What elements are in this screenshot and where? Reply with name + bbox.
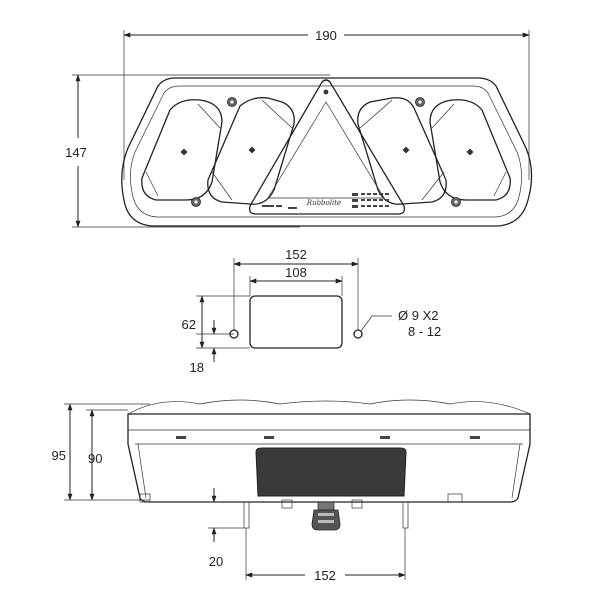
- cutout-inner-width-label: 108: [285, 265, 307, 280]
- mounting-stud-left: [243, 501, 250, 529]
- housing-screw-icon: [227, 97, 237, 107]
- housing-screw-icon: [415, 97, 425, 107]
- vent-slot: [264, 436, 274, 439]
- cable-connector: [311, 501, 341, 531]
- housing-screw-icon: [451, 197, 461, 207]
- left-outer-lens: [141, 99, 223, 201]
- left-inner-lens: [207, 97, 295, 205]
- hole-range-label: 8 - 12: [408, 324, 441, 339]
- mounting-stud-right: [402, 501, 409, 529]
- mounting-foot: [351, 499, 363, 509]
- vent-slot: [380, 436, 390, 439]
- mounting-hole-right: [353, 329, 363, 339]
- hole-spec-label: Ø 9 X2: [398, 308, 438, 323]
- side-view: 95 90: [52, 399, 531, 583]
- housing-screw-icon: [191, 197, 201, 207]
- brand-logo: Rubbolite: [306, 199, 341, 207]
- width-dimension-label: 190: [315, 28, 337, 43]
- height-b-label: 90: [88, 451, 102, 466]
- height-dimension-label: 147: [65, 145, 87, 160]
- side-housing-outline: [127, 413, 531, 503]
- lens-screw-icon: [248, 146, 256, 154]
- lamp-housing-inner-outline: [130, 85, 522, 218]
- mounting-hole-left: [229, 329, 239, 339]
- side-housing-edge: [137, 443, 147, 499]
- mounting-foot: [139, 493, 151, 503]
- front-view: 190 147: [65, 28, 533, 228]
- lens-screw-icon: [180, 148, 188, 156]
- rear-window: [255, 447, 407, 497]
- triangle-reflector: Rubbolite: [248, 79, 406, 215]
- stud-length-label: 20: [209, 554, 223, 569]
- vent-slot: [470, 436, 480, 439]
- cutout-view: 152 108 62 18 Ø 9 X2 8 - 12: [182, 247, 442, 375]
- hole-leader-line: [360, 315, 392, 332]
- side-lens-contour: [127, 399, 531, 415]
- stud-spacing-label: 152: [314, 568, 336, 583]
- lens-screw-icon: [466, 148, 474, 156]
- mounting-foot: [281, 499, 293, 509]
- mounting-foot: [447, 493, 463, 503]
- approval-markings: [352, 193, 389, 208]
- right-outer-lens: [429, 99, 511, 201]
- side-housing-edge: [511, 443, 521, 499]
- cutout-height-label: 62: [182, 317, 196, 332]
- vent-slot: [176, 436, 186, 439]
- right-inner-lens: [357, 97, 447, 205]
- cutout-outer-width-label: 152: [285, 247, 307, 262]
- lens-screw-icon: [402, 146, 410, 154]
- reflector-screw-icon: [323, 89, 329, 95]
- cutout-opening: [249, 295, 343, 349]
- lamp-housing-outline: [121, 77, 533, 227]
- hole-offset-label: 18: [190, 360, 204, 375]
- height-a-label: 95: [52, 448, 66, 463]
